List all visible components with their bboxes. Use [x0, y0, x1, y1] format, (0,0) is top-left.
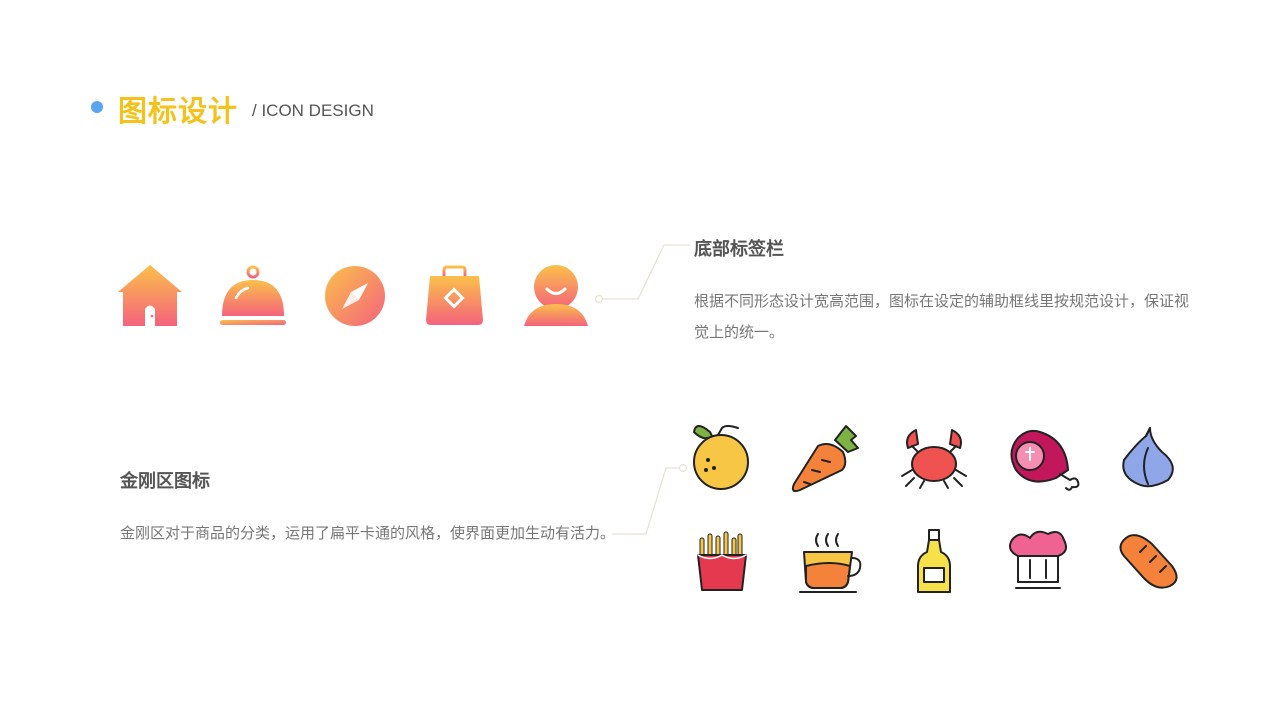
orange-icon: [693, 425, 749, 490]
coffee-cup-icon: [799, 533, 862, 593]
kingkong-connector: [612, 467, 680, 535]
kingkong-section-description: 金刚区对于商品的分类，运用了扁平卡通的风格，使界面更加生动有活力。: [120, 524, 616, 542]
bread-icon: [1119, 534, 1178, 589]
bottle-icon: [917, 529, 951, 593]
kingkong-connector-dot: [678, 463, 688, 473]
page-title: 图标设计: [118, 94, 239, 128]
garlic-icon: [1122, 427, 1174, 488]
chef-hat-icon: [1009, 530, 1067, 589]
crab-icon: [901, 429, 967, 489]
kingkong-section-title: 金刚区图标: [120, 471, 210, 492]
user-icon: [524, 265, 588, 326]
tabbar-section-description: 根据不同形态设计宽高范围，图标在设定的辅助框线里按规范设计，保证视觉上的统一。: [694, 292, 1190, 341]
compass-icon: [325, 266, 385, 326]
title-dot: [91, 101, 103, 113]
page-subtitle: / ICON DESIGN: [252, 101, 374, 120]
tabbar-connector: [603, 244, 690, 300]
ham-icon: [1010, 429, 1080, 491]
fries-icon: [697, 531, 747, 591]
carrot-icon: [791, 425, 859, 493]
tabbar-connector-dot: [594, 294, 604, 304]
tabbar-section-title: 底部标签栏: [694, 239, 784, 260]
home-icon: [118, 265, 182, 326]
food-cover-icon: [220, 265, 286, 325]
shopping-bag-icon: [426, 265, 483, 325]
